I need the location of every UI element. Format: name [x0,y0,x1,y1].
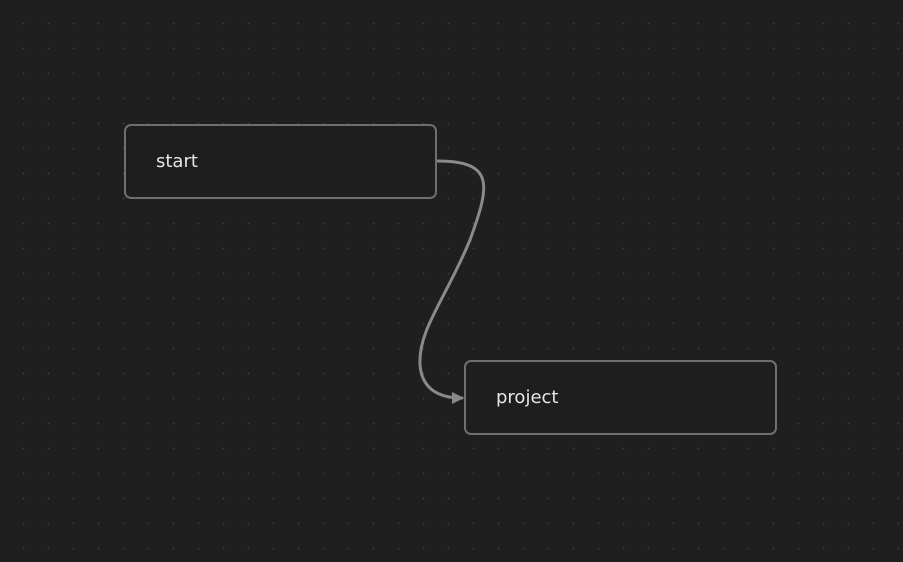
node-start[interactable]: start [124,124,437,199]
node-project-label: project [496,387,559,408]
node-project[interactable]: project [464,360,777,435]
node-start-label: start [156,151,198,172]
